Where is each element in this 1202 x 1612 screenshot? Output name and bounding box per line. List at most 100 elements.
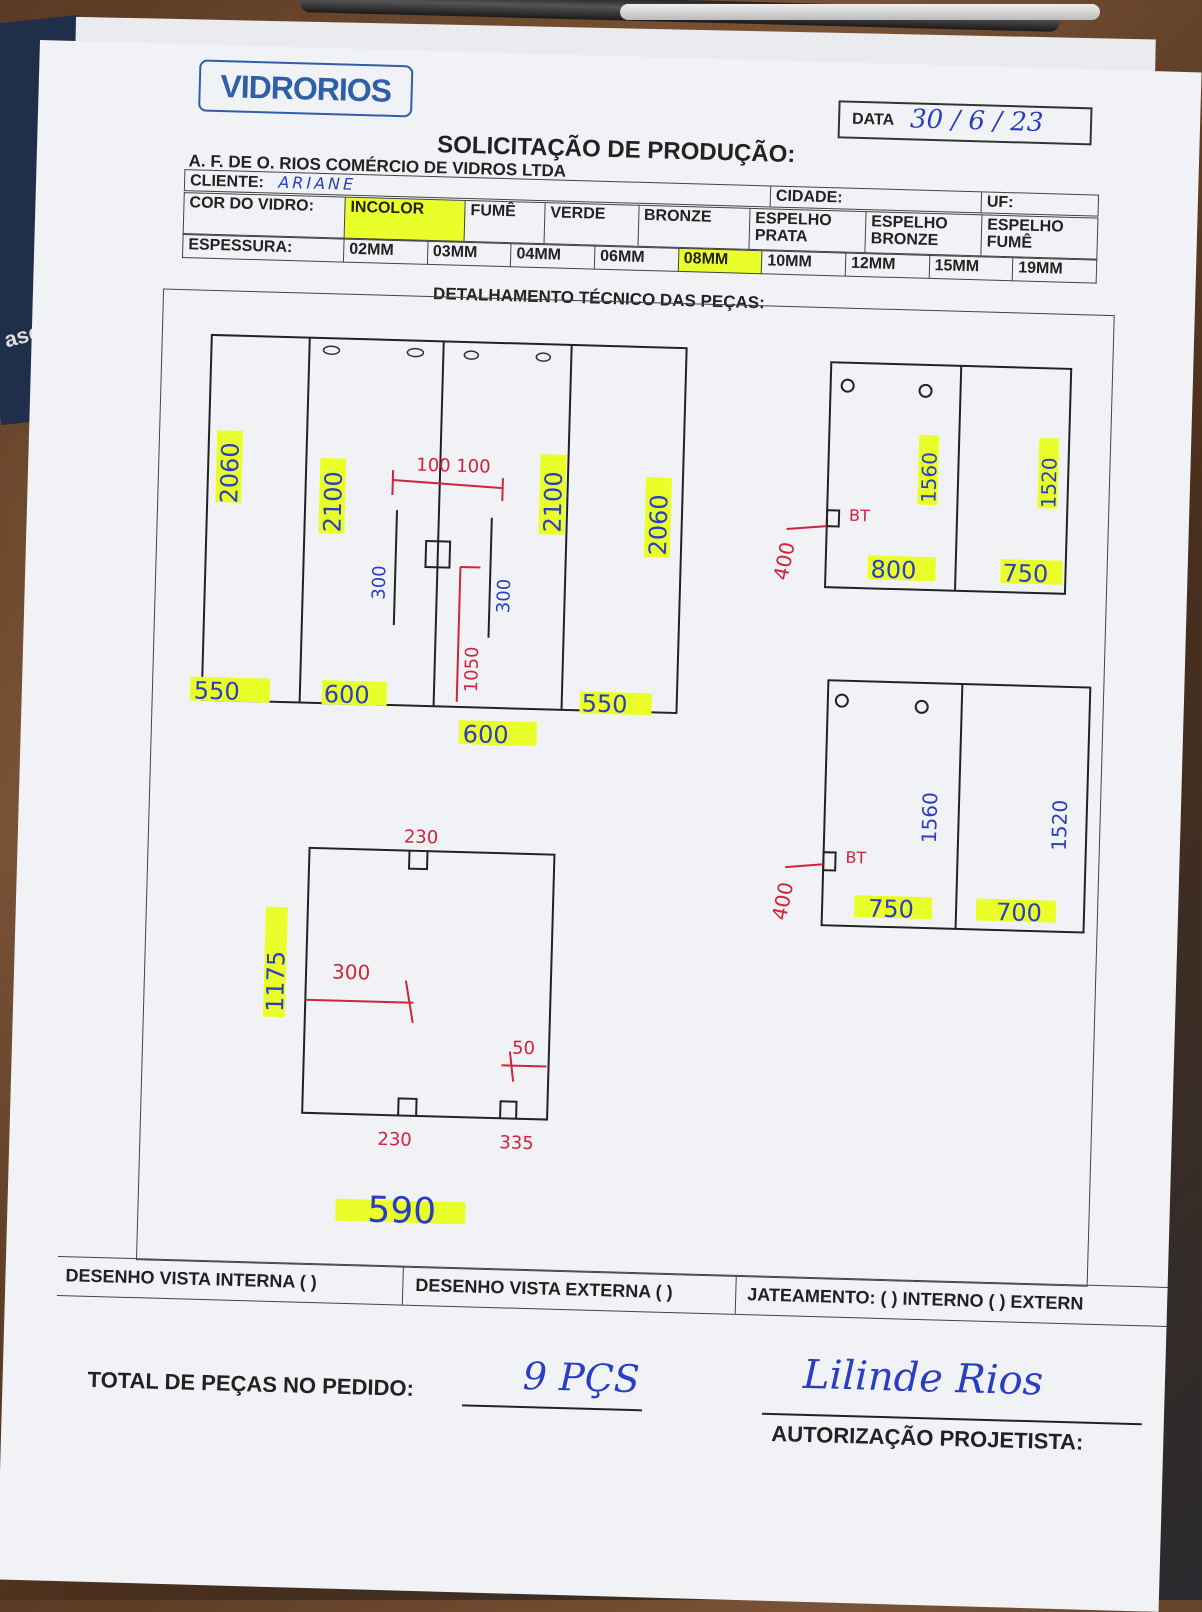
main-width-label: 550 [581,689,628,718]
annotation-label: 100 [456,456,491,478]
rt-height-label: 1560 [916,452,941,504]
rb-height-label: 1520 [1047,800,1072,852]
main-highlights [189,430,673,747]
hl-mark [975,898,1057,923]
door-red-dimensions [305,980,547,1082]
signature: Lilinde Rios [802,1351,1044,1405]
hl-mark [867,555,936,582]
door-annotation: 230 [377,1129,412,1151]
lock-box [822,851,837,872]
technical-drawing: 550 600 600 550 2060 2100 2100 2060 100 … [189,333,1092,1233]
handle-line [487,517,493,638]
red-dim-line [455,566,462,702]
main-height-label: 2060 [215,442,245,504]
door-notch [499,1100,518,1119]
main-blue-labels: 550 600 600 550 2060 2100 2100 2060 [194,442,674,749]
total-pieces-line [462,1404,643,1412]
hl-mark [458,719,538,747]
right-top-outline [824,361,1073,595]
hinge-mark [406,347,425,358]
right-top-labels: 800 750 1560 1520 [870,452,1062,589]
total-pieces-value: 9 PÇS [522,1354,641,1402]
hl-mark [189,676,271,703]
right-bottom-panels [820,679,1092,934]
vista-externa-option: DESENHO VISTA EXTERNA ( ) [415,1274,673,1303]
right-top-divider [953,365,963,591]
right-bottom-labels: 750 700 1560 1520 [868,792,1072,927]
main-width-label: 600 [323,680,370,709]
red-dim-line [391,469,395,496]
door-labels: 590 1175 [261,950,437,1233]
pen-barrel [620,4,1100,20]
red-dim-line [305,998,414,1004]
door-highlights [262,906,466,1225]
red-dim-line [460,565,481,569]
production-form-sheet: VIDRORIOS DATA 30 / 6 / 23 SOLICITAÇÃO D… [0,40,1202,1612]
main-red-labels: 100 100 300 300 1050 [369,455,516,693]
hl-mark [321,680,388,706]
rb-annotation: 400 [767,880,798,922]
door-red-labels: 230 300 50 230 335 [332,826,535,1154]
hinge-mark [535,352,552,362]
right-bottom-divider [954,683,964,929]
vista-interna-option: DESENHO VISTA INTERNA ( ) [65,1265,318,1293]
rt-annotation: 400 [769,540,800,582]
main-height-label: 2100 [538,471,568,533]
rb-annotation: BT [845,848,866,868]
door-annotation: 335 [499,1132,534,1154]
door-width-label: 590 [367,1190,437,1233]
annotation-label: 1050 [461,646,483,692]
red-dim-line [785,863,824,869]
main-height-label: 2060 [644,494,674,556]
lock-box [424,539,452,569]
hole-mark [914,699,929,714]
right-top-highlights [867,434,1063,585]
main-width-label: 550 [194,677,241,706]
hl-mark [262,906,288,1018]
red-dim-line [508,1051,515,1082]
door-height-label: 1175 [261,950,291,1012]
rb-width-label: 750 [868,894,915,923]
red-dim-line [392,479,503,490]
right-bottom-red: 400 BT [767,848,867,922]
hole-mark [834,693,849,708]
hl-mark [643,477,673,558]
hl-mark [917,434,940,506]
rb-height-label: 1560 [917,792,942,844]
door-annotation: 230 [404,826,439,848]
hl-mark [579,691,652,716]
red-dim-line [404,980,414,1023]
main-height-label: 2100 [318,471,348,533]
hole-mark [840,378,855,393]
right-bottom-outline [820,679,1092,934]
door-annotation: 50 [512,1038,535,1060]
rt-annotation: BT [849,506,870,526]
handle-line [392,510,399,626]
door-notch [397,1097,418,1116]
lock-box [825,509,841,528]
door-annotation: 300 [332,960,371,985]
hl-mark [1037,438,1060,509]
rt-height-label: 1520 [1036,457,1061,509]
main-width-label: 600 [462,720,509,749]
annotation-label: 300 [493,579,515,614]
hl-mark [538,454,567,535]
hinge-mark [322,345,341,356]
right-bottom-highlights [853,895,1057,923]
hl-mark [853,895,933,920]
authorization-label: AUTORIZAÇÃO PROJETISTA: [771,1420,1084,1455]
jateamento-option: JATEAMENTO: ( ) INTERNO ( ) EXTERN [746,1284,1084,1314]
main-hardware [322,345,552,638]
annotation-label: 100 [416,455,451,477]
door-notch [407,850,429,871]
main-red-dimensions [391,469,504,702]
hole-mark [918,383,933,398]
main-divider-1 [298,337,311,703]
hl-mark [1000,559,1063,585]
total-pieces-label: TOTAL DE PEÇAS NO PEDIDO: [87,1366,415,1401]
main-outline [200,333,688,715]
red-dim-line [786,525,827,531]
right-top-red: 400 BT [769,506,871,582]
hl-mark [335,1198,466,1225]
main-divider-3 [560,344,573,710]
